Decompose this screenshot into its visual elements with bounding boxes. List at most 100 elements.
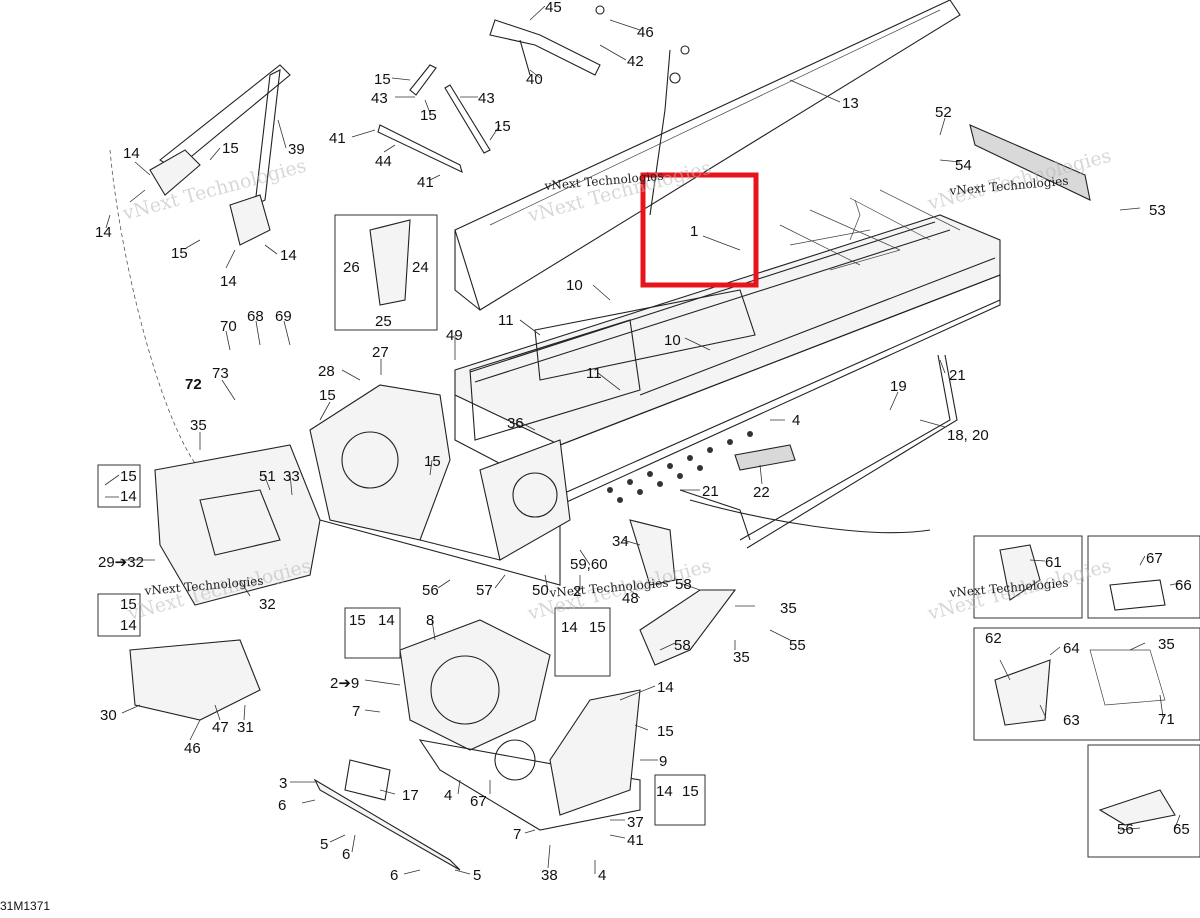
engine-cradle	[313, 607, 706, 871]
callout-47: 47	[212, 719, 229, 736]
callout-57: 57	[476, 582, 493, 599]
callout-6: 6	[342, 846, 350, 863]
callout-6: 6	[278, 797, 286, 814]
callout-35: 35	[1158, 636, 1175, 653]
callout-18-20: 18, 20	[947, 427, 989, 444]
callout-15: 15	[222, 140, 239, 157]
callout-15: 15	[374, 71, 391, 88]
leader-lines	[104, 5, 1181, 875]
callout-53: 53	[1149, 202, 1166, 219]
callout-2-9: 2➔9	[330, 675, 359, 692]
callout-43: 43	[371, 90, 388, 107]
callout-14: 14	[120, 488, 137, 505]
callout-14: 14	[561, 619, 578, 636]
callout-5: 5	[320, 836, 328, 853]
callout-42: 42	[627, 53, 644, 70]
callout-14: 14	[220, 273, 237, 290]
callout-22: 22	[753, 484, 770, 501]
callout-10: 10	[664, 332, 681, 349]
callout-55: 55	[789, 637, 806, 654]
running-board	[454, 0, 961, 311]
callout-58: 58	[674, 637, 691, 654]
exhaust-rod	[739, 354, 958, 549]
callout-45: 45	[545, 0, 562, 16]
callout-59-60: 59,60	[570, 556, 608, 573]
callout-39: 39	[288, 141, 305, 158]
callout-29-32: 29➔32	[98, 554, 144, 571]
callout-37: 37	[627, 814, 644, 831]
callout-43: 43	[478, 90, 495, 107]
callout-14: 14	[95, 224, 112, 241]
callout-4: 4	[792, 412, 800, 429]
callout-73: 73	[212, 365, 229, 382]
callout-72: 72	[185, 376, 202, 393]
callout-15: 15	[589, 619, 606, 636]
callout-25: 25	[375, 313, 392, 330]
callout-41: 41	[329, 130, 346, 147]
callout-41: 41	[627, 832, 644, 849]
callout-48: 48	[622, 590, 639, 607]
callout-7: 7	[513, 826, 521, 843]
callout-14: 14	[123, 145, 140, 162]
callout-15: 15	[120, 596, 137, 613]
callout-24: 24	[412, 259, 429, 276]
callout-46: 46	[637, 24, 654, 41]
callout-35: 35	[733, 649, 750, 666]
callout-14: 14	[657, 679, 674, 696]
callout-4: 4	[598, 867, 606, 884]
callout-14: 14	[280, 247, 297, 264]
callout-13: 13	[842, 95, 859, 112]
callout-61: 61	[1045, 554, 1062, 571]
callout-30: 30	[100, 707, 117, 724]
callout-32: 32	[259, 596, 276, 613]
callout-15: 15	[494, 118, 511, 135]
callout-6: 6	[390, 867, 398, 884]
callout-38: 38	[541, 867, 558, 884]
callout-34: 34	[612, 533, 629, 550]
callout-58: 58	[675, 576, 692, 593]
callout-14: 14	[656, 783, 673, 800]
callout-67: 67	[470, 793, 487, 810]
callout-44: 44	[375, 153, 392, 170]
callout-19: 19	[890, 378, 907, 395]
callout-15: 15	[319, 387, 336, 404]
callout-28: 28	[318, 363, 335, 380]
callout-14: 14	[120, 617, 137, 634]
callout-71: 71	[1158, 711, 1175, 728]
callout-7: 7	[352, 703, 360, 720]
callout-56: 56	[1117, 821, 1134, 838]
callout-15: 15	[424, 453, 441, 470]
svg-text:vNext Technologies: vNext Technologies	[120, 155, 309, 225]
callout-49: 49	[446, 327, 463, 344]
callout-62: 62	[985, 630, 1002, 647]
callout-21: 21	[949, 367, 966, 384]
highlighted-part-1	[640, 172, 759, 288]
callout-15: 15	[420, 107, 437, 124]
callout-35: 35	[190, 417, 207, 434]
callout-11: 11	[498, 312, 514, 329]
callout-31: 31	[237, 719, 254, 736]
callout-36: 36	[507, 415, 524, 432]
right-insets	[973, 535, 1200, 858]
callout-15: 15	[657, 723, 674, 740]
callout-1: 1	[690, 223, 698, 240]
callout-67: 67	[1146, 550, 1163, 567]
callout-5: 5	[473, 867, 481, 884]
callout-51: 51	[259, 468, 276, 485]
callout-52: 52	[935, 104, 952, 121]
callout-10: 10	[566, 277, 583, 294]
callout-26: 26	[343, 259, 360, 276]
callout-66: 66	[1175, 577, 1192, 594]
callout-15: 15	[349, 612, 366, 629]
callout-14: 14	[378, 612, 395, 629]
track-guide	[734, 444, 796, 471]
tunnel-side-holes	[607, 431, 753, 503]
callout-27: 27	[372, 344, 389, 361]
callout-15: 15	[171, 245, 188, 262]
callout-56: 56	[422, 582, 439, 599]
callout-8: 8	[426, 612, 434, 629]
callout-11: 11	[586, 365, 602, 382]
